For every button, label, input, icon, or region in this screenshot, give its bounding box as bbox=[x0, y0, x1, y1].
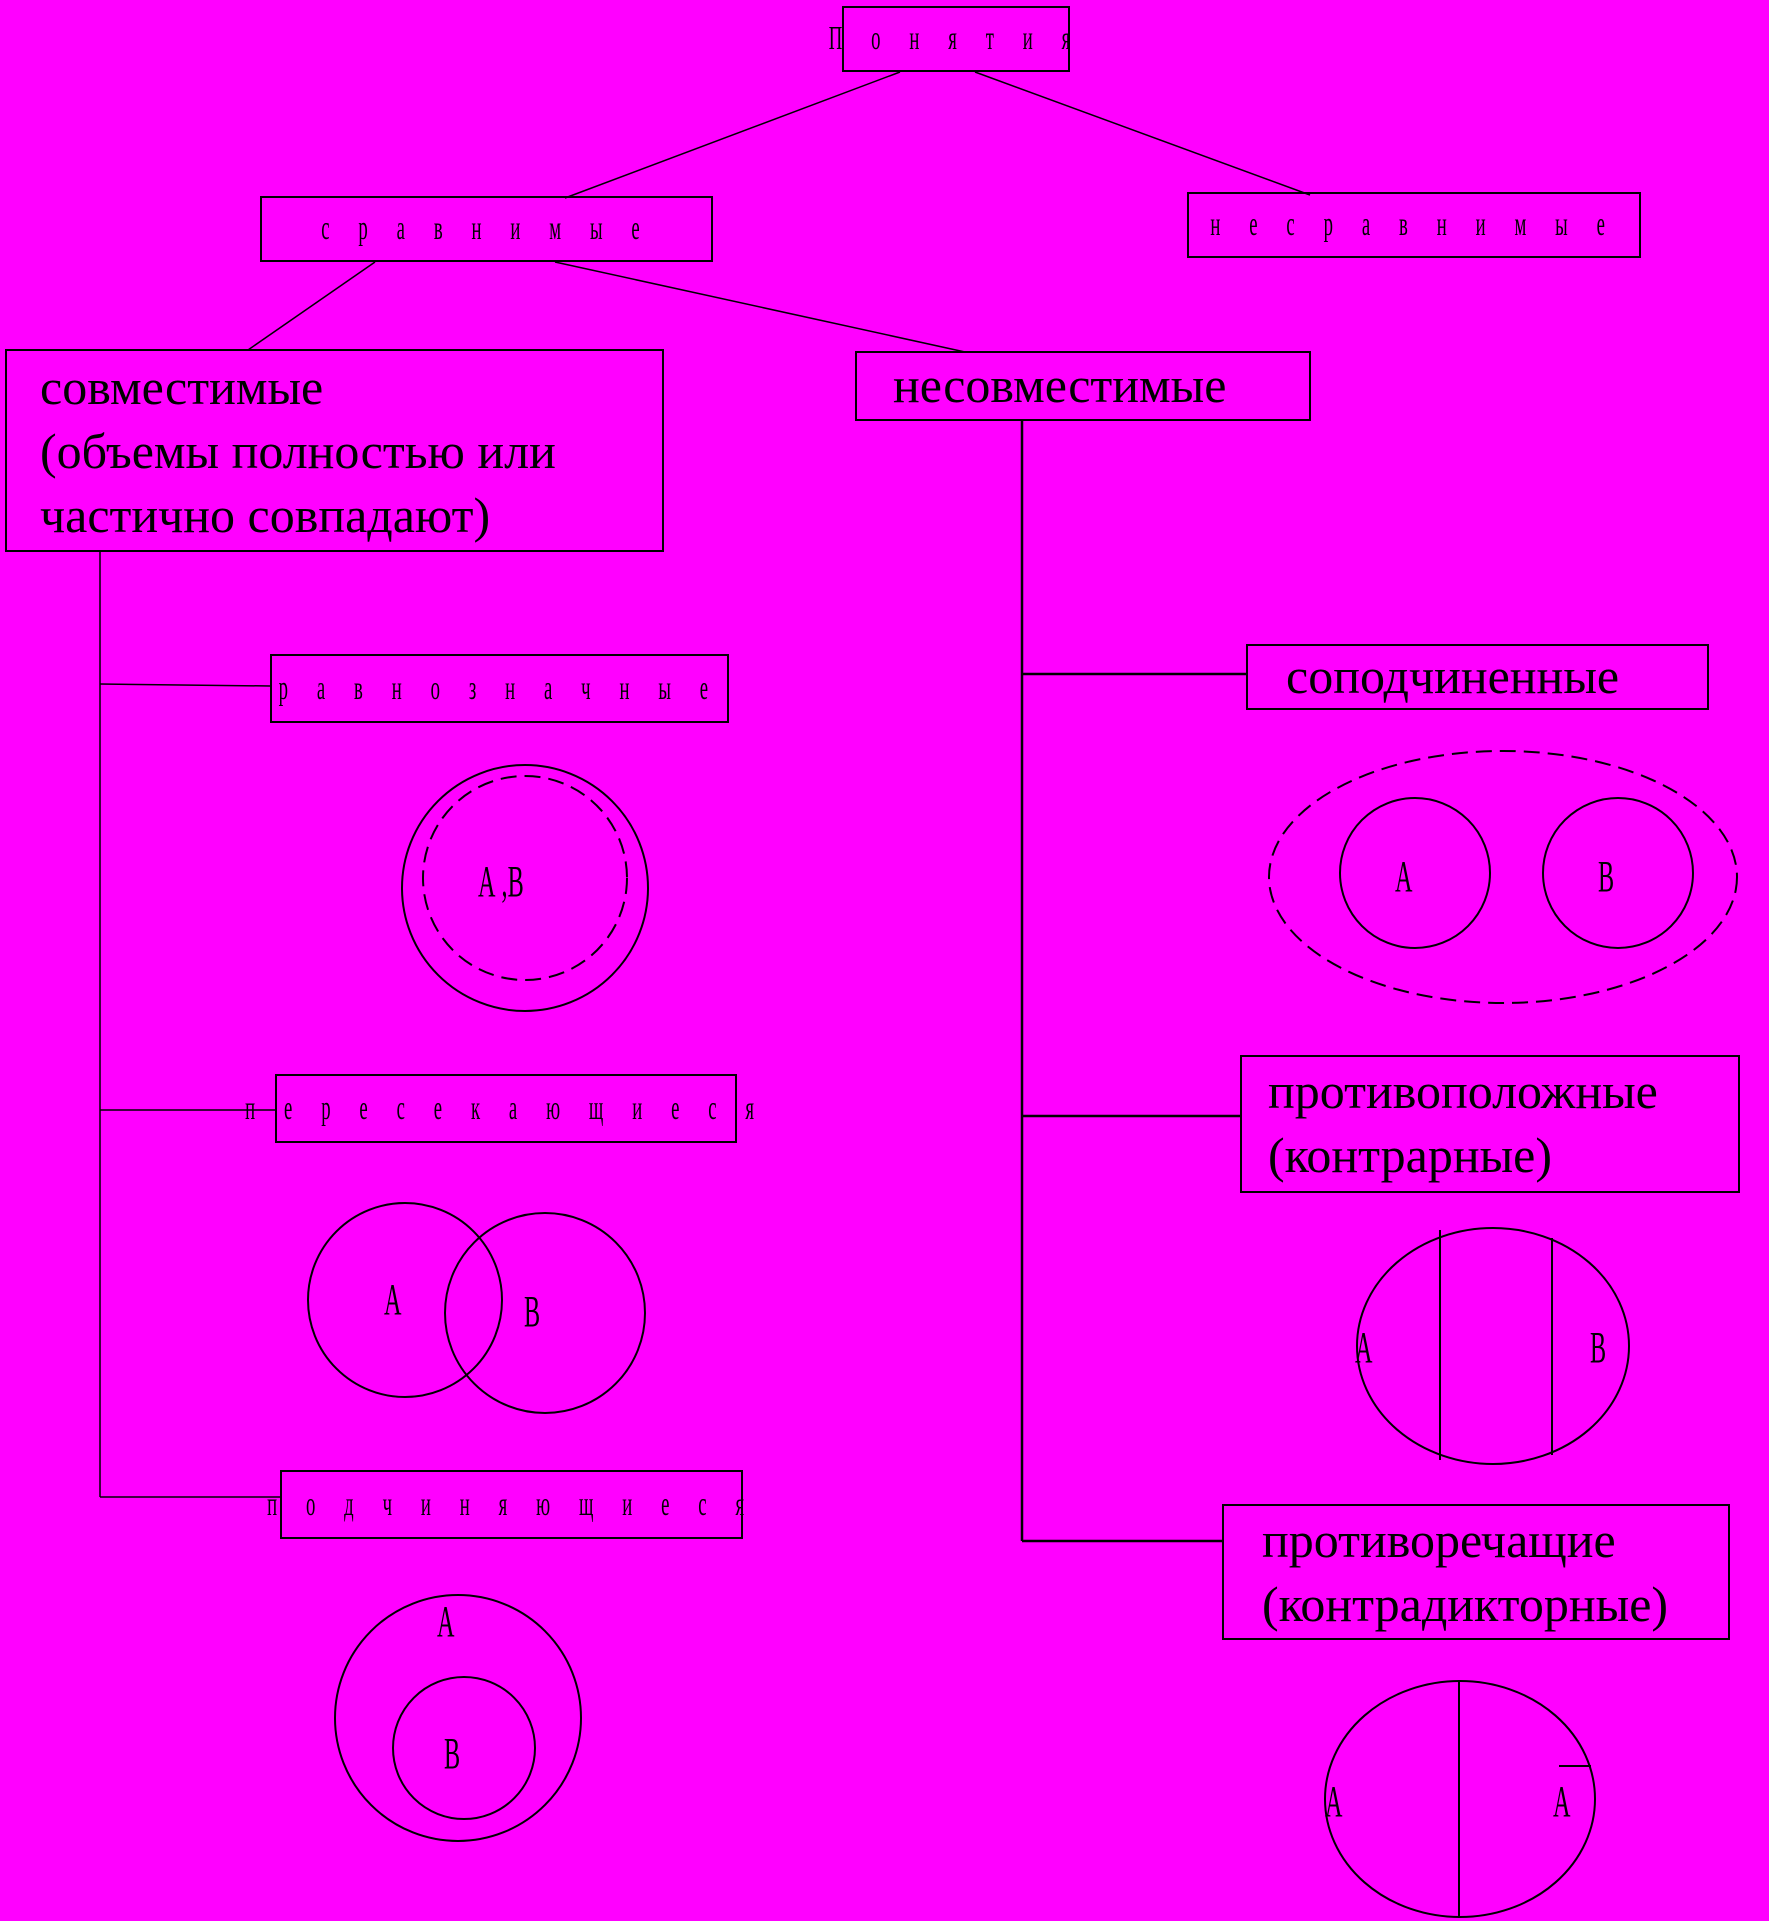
contrary-box: противоположные (контрарные) bbox=[1240, 1055, 1740, 1193]
comparable-label: с р а в н и м ы е bbox=[321, 210, 652, 247]
equivalent-inner-dashed-circle bbox=[422, 775, 628, 981]
coordinated-box: соподчиненные bbox=[1246, 644, 1709, 710]
subordinating-b-label: В bbox=[444, 1729, 461, 1778]
connector-equivalent bbox=[99, 683, 271, 687]
comparable-box: с р а в н и м ы е bbox=[260, 196, 713, 262]
coordinated-a-label: А bbox=[1395, 852, 1413, 901]
contradictory-box: противоречащие (контрадикторные) bbox=[1222, 1504, 1730, 1640]
connector-comparable-incompatible bbox=[554, 261, 966, 353]
contradictory-not-a-label: А bbox=[1553, 1777, 1571, 1826]
contrary-b-label: В bbox=[1590, 1323, 1607, 1372]
intersecting-box: п е р е с е к а ю щ и е с я bbox=[246, 1074, 754, 1143]
intersecting-b-label: В bbox=[524, 1287, 541, 1336]
coordinated-label: соподчиненные bbox=[1286, 648, 1620, 704]
compatible-box: совместимые (объемы полностью или частич… bbox=[5, 349, 664, 552]
root-concepts-box: П о н я т и я bbox=[829, 6, 1071, 72]
equivalent-ab-label: А ,В bbox=[478, 857, 524, 906]
coordinated-outer-dashed-ellipse bbox=[1268, 750, 1738, 1004]
incompatible-label: несовместимые bbox=[893, 357, 1227, 413]
equivalent-box: р а в н о з н а ч н ы е bbox=[270, 654, 729, 723]
incomparable-label: н е с р а в н и м ы е bbox=[1210, 206, 1618, 243]
contrary-a-label: А bbox=[1355, 1323, 1373, 1372]
contrary-ellipse bbox=[1356, 1227, 1630, 1465]
subordinating-a-label: А bbox=[437, 1597, 455, 1646]
compatible-label: совместимые (объемы полностью или частич… bbox=[40, 359, 556, 543]
coordinated-circle-a bbox=[1339, 797, 1491, 949]
contradictory-label: противоречащие (контрадикторные) bbox=[1262, 1512, 1669, 1632]
incompatible-box: несовместимые bbox=[855, 351, 1311, 421]
contradictory-a-label: А bbox=[1325, 1777, 1343, 1826]
subordinating-box: п о д ч и н я ю щ и е с я bbox=[267, 1470, 744, 1539]
contrary-label: противоположные (контрарные) bbox=[1268, 1063, 1658, 1183]
connector-comparable-compatible bbox=[247, 261, 376, 351]
equivalent-label: р а в н о з н а ч н ы е bbox=[278, 669, 721, 707]
intersecting-label: п е р е с е к а ю щ и е с я bbox=[245, 1089, 767, 1127]
subordinating-label: п о д ч и н я ю щ и е с я bbox=[266, 1485, 757, 1523]
root-concepts-label: П о н я т и я bbox=[829, 20, 1083, 57]
connector-root-incomparable bbox=[974, 71, 1311, 196]
intersecting-a-label: А bbox=[384, 1275, 402, 1324]
equivalent-outer-circle bbox=[401, 764, 649, 1012]
incomparable-box: н е с р а в н и м ы е bbox=[1187, 192, 1641, 258]
connector-root-comparable bbox=[564, 71, 901, 199]
subordinating-outer-circle bbox=[334, 1594, 582, 1842]
subordinating-inner-circle bbox=[392, 1676, 536, 1820]
coordinated-b-label: В bbox=[1598, 852, 1615, 901]
coordinated-circle-b bbox=[1542, 797, 1694, 949]
intersecting-circle-b bbox=[444, 1212, 646, 1414]
intersecting-circle-a bbox=[307, 1202, 503, 1398]
